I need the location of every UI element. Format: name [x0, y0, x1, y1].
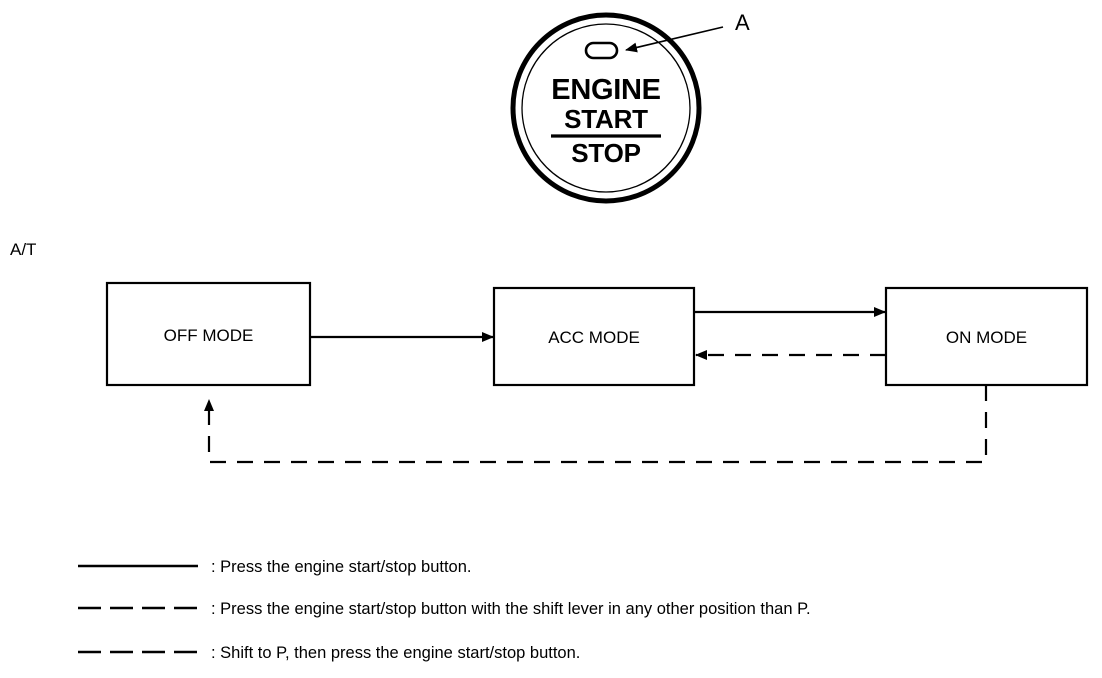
engine-start-stop-button-graphic: ENGINE START STOP: [510, 12, 702, 204]
mode-node-on: ON MODE: [884, 286, 1089, 387]
callout-a: A: [625, 10, 750, 53]
button-inner-ring: [521, 23, 691, 193]
legend-text-solid: : Press the engine start/stop button.: [211, 558, 472, 576]
edge-on-to-off: [204, 385, 988, 464]
callout-label-a: A: [735, 10, 750, 35]
mode-node-off: OFF MODE: [105, 281, 312, 387]
legend: : Press the engine start/stop button. : …: [78, 558, 811, 662]
legend-text-dashed-2: : Shift to P, then press the engine star…: [211, 644, 580, 662]
section-label-at: A/T: [10, 240, 36, 259]
off-mode-label: OFF MODE: [164, 326, 254, 345]
acc-mode-box: [492, 286, 696, 387]
legend-row-dashed-2: : Shift to P, then press the engine star…: [78, 644, 580, 662]
button-label-engine: ENGINE: [551, 74, 660, 106]
on-mode-box: [884, 286, 1089, 387]
mode-node-acc: ACC MODE: [492, 286, 696, 387]
button-label-start: START: [564, 104, 648, 134]
indicator-light-icon: [584, 41, 619, 60]
button-label-stop: STOP: [571, 138, 641, 168]
callout-leader-line: [625, 26, 724, 53]
off-mode-box: [105, 281, 312, 387]
legend-row-dashed-1: : Press the engine start/stop button wit…: [78, 600, 811, 618]
on-mode-label: ON MODE: [946, 328, 1027, 347]
acc-mode-label: ACC MODE: [548, 328, 640, 347]
legend-text-dashed-1: : Press the engine start/stop button wit…: [211, 600, 811, 618]
legend-row-solid: : Press the engine start/stop button.: [78, 558, 472, 576]
